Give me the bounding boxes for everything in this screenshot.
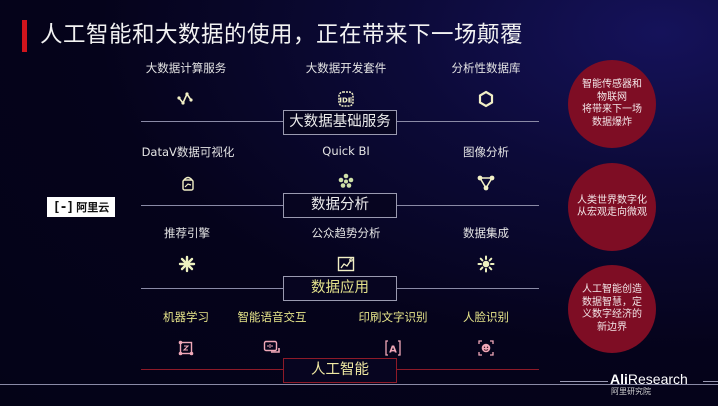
callout-circle-ai-wisdom: 人工智能创造 数据智慧，定 义数字经济的 新边界	[568, 265, 656, 353]
item-analytic-db: 分析性数据库	[421, 60, 551, 108]
item-recommendation-engine: 推荐引擎	[122, 225, 252, 273]
item-label: 印刷文字识别	[358, 310, 428, 324]
item-label: 分析性数据库	[451, 61, 521, 75]
callout-text: 智能传感器和 物联网 将带来下一场 数据爆炸	[582, 79, 642, 128]
item-label: 数据集成	[463, 226, 509, 240]
aliresearch-logo: AliResearch 阿里研究院	[610, 369, 688, 397]
brand-line-left	[560, 381, 608, 382]
line-graph-icon	[177, 92, 193, 105]
divider-line	[397, 205, 539, 206]
ide-icon: IDE	[338, 91, 354, 107]
svg-text:A: A	[389, 345, 397, 356]
item-label: 大数据计算服务	[145, 61, 227, 75]
item-label: 大数据开发套件	[305, 61, 387, 75]
item-voice-interaction: 智能语音交互	[207, 309, 337, 357]
item-machine-learning: 机器学习	[121, 309, 251, 357]
divider-line	[397, 369, 539, 370]
page-title: 人工智能和大数据的使用，正在带来下一场颠覆	[40, 22, 524, 48]
layer-label-data-application: 数据应用	[283, 276, 397, 301]
datav-screen-icon	[182, 176, 194, 191]
item-data-integration: 数据集成	[421, 225, 551, 273]
aliyun-logo: [-] 阿里云	[47, 197, 115, 217]
item-label: 图像分析	[463, 145, 509, 159]
divider-line	[141, 288, 283, 289]
callout-circle-digitization: 人类世界数字化 从宏观走向微观	[568, 163, 656, 251]
asterisk-burst-icon	[178, 255, 196, 273]
item-ocr: 印刷文字识别 A	[328, 309, 458, 357]
ocr-a-icon: A	[385, 340, 401, 356]
callout-text: 人工智能创造 数据智慧，定 义数字经济的 新边界	[582, 284, 642, 333]
ml-nodes-icon	[178, 340, 194, 356]
item-label: 公众趋势分析	[311, 226, 381, 240]
divider-line	[141, 369, 283, 370]
item-label: Quick BI	[322, 144, 370, 158]
aliyun-logo-text: 阿里云	[76, 201, 110, 214]
hexagon-icon	[478, 90, 494, 108]
item-face-recognition: 人脸识别	[421, 309, 551, 357]
divider-line	[141, 205, 283, 206]
divider-line	[397, 288, 539, 289]
network-triangle-icon	[477, 175, 495, 191]
voice-chat-icon	[263, 340, 280, 353]
item-bigdata-dev-kit: 大数据开发套件 IDE	[281, 60, 411, 108]
sun-burst-icon	[477, 255, 495, 273]
item-quick-bi: Quick BI	[281, 144, 411, 190]
layer-label-data-analysis: 数据分析	[283, 193, 397, 218]
bottom-divider	[0, 384, 718, 385]
brand-line-right	[703, 381, 718, 382]
layer-label-bigdata-basic: 大数据基础服务	[283, 110, 397, 135]
brand-research: Research	[627, 371, 688, 387]
callout-circle-iot: 智能传感器和 物联网 将带来下一场 数据爆炸	[568, 60, 656, 148]
trend-chart-icon	[337, 256, 355, 272]
divider-line	[141, 121, 283, 122]
item-label: 推荐引擎	[164, 226, 210, 240]
brand-subtitle: 阿里研究院	[611, 387, 651, 396]
aliyun-bracket-icon: [-]	[52, 199, 75, 215]
item-label: 人脸识别	[463, 310, 509, 324]
item-datav: DataV数据可视化	[123, 144, 253, 192]
layer-label-ai: 人工智能	[283, 358, 397, 383]
item-image-analysis: 图像分析	[421, 144, 551, 192]
item-label: DataV数据可视化	[141, 145, 235, 159]
divider-line	[397, 121, 539, 122]
item-public-trend-analysis: 公众趋势分析	[281, 225, 411, 273]
item-label: 机器学习	[163, 310, 209, 324]
quickbi-cluster-icon	[338, 173, 354, 188]
item-label: 智能语音交互	[237, 310, 307, 324]
item-bigdata-compute: 大数据计算服务	[121, 60, 251, 108]
svg-text:IDE: IDE	[339, 97, 352, 105]
title-accent-bar	[22, 20, 27, 52]
callout-text: 人类世界数字化 从宏观走向微观	[577, 194, 647, 219]
brand-ali: Ali	[610, 371, 628, 387]
face-scan-icon	[478, 340, 494, 356]
